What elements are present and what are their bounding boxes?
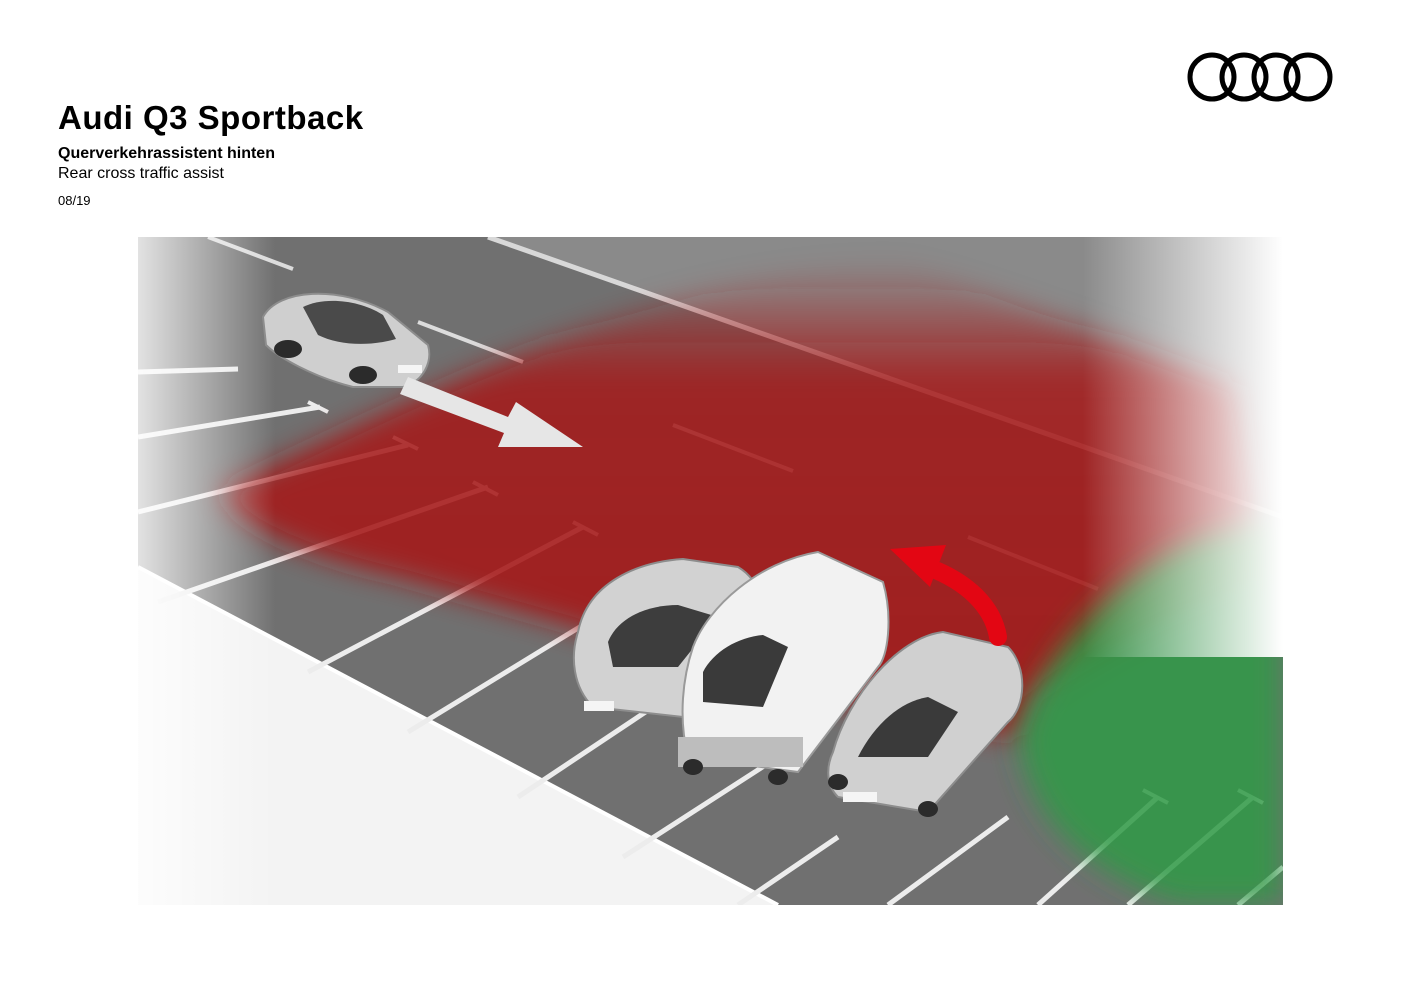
reversing-direction-arrow: [919, 558, 1007, 646]
subtitle-german: Querverkehrassistent hinten: [58, 145, 275, 162]
date-label: 08/19: [58, 193, 91, 208]
right-fade: [838, 237, 1283, 657]
parking-scene-illustration: [138, 237, 1283, 905]
traffic-direction-arrow: [400, 377, 583, 447]
parked-van: [678, 550, 890, 785]
subtitle-english: Rear cross traffic assist: [58, 165, 224, 182]
reversing-q3-sportback: [827, 630, 1024, 817]
audi-rings-logo: [1187, 52, 1333, 102]
page-title: Audi Q3 Sportback: [58, 99, 364, 136]
reversing-arrow-head: [890, 545, 946, 587]
passing-car: [261, 292, 431, 388]
